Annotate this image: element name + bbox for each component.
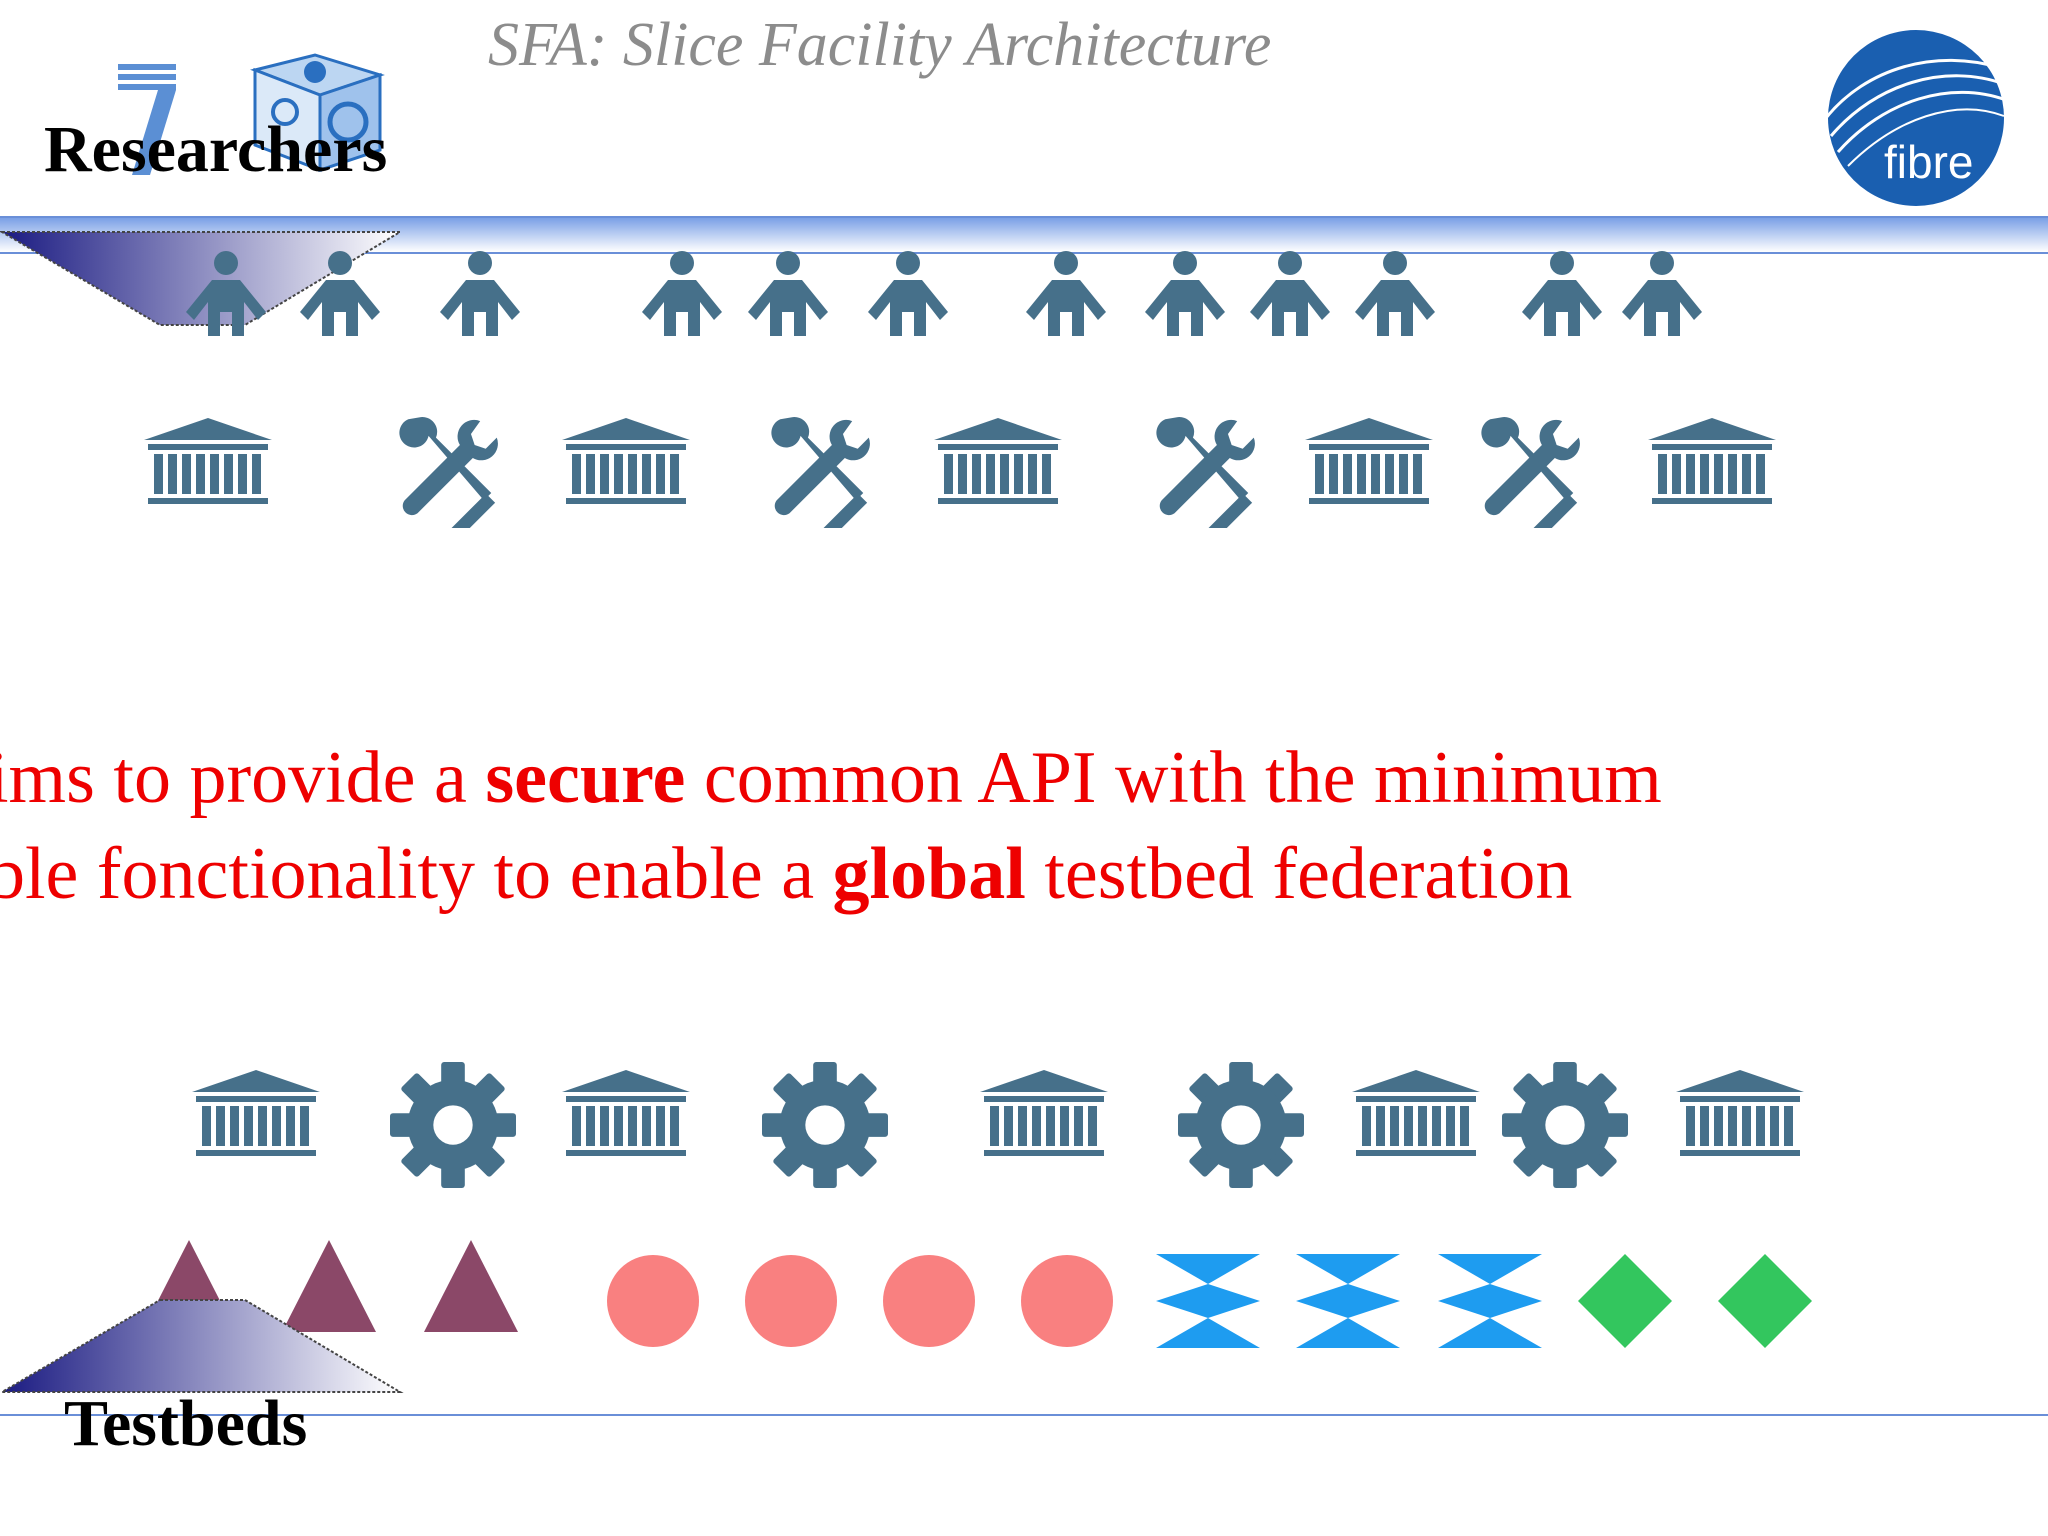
triangle-shape — [282, 1240, 376, 1332]
tools-icon — [399, 417, 498, 528]
hourglass-shape — [1296, 1254, 1400, 1348]
person-icon — [186, 251, 266, 336]
fp7-logo — [118, 53, 385, 175]
person-icon — [1355, 251, 1435, 336]
institution-icon — [562, 418, 690, 504]
hourglass-shape — [1156, 1254, 1260, 1348]
institution-icon — [934, 418, 1062, 504]
institution-icon — [1305, 418, 1433, 504]
circle-shape — [883, 1255, 975, 1347]
person-icon — [1026, 251, 1106, 336]
gear-icon — [1502, 1062, 1628, 1188]
statement-line-1: ims to provide a secure common API with … — [0, 730, 1662, 826]
person-icon — [1145, 251, 1225, 336]
gear-icon — [762, 1062, 888, 1188]
circle-shape — [1021, 1255, 1113, 1347]
researchers-label: Researchers — [44, 113, 388, 186]
circle-shape — [745, 1255, 837, 1347]
fibre-logo: fibre — [1826, 30, 2006, 206]
institution-icon — [192, 1070, 320, 1156]
gear-icon — [1178, 1062, 1304, 1188]
diamond-shape — [1718, 1254, 1812, 1348]
person-icon — [748, 251, 828, 336]
statement-line-2-start: ble fonctionality to enable a — [0, 833, 833, 915]
tools-icon — [771, 417, 870, 528]
gear-icon — [390, 1062, 516, 1188]
person-icon — [642, 251, 722, 336]
researchers-funnel — [0, 231, 404, 326]
statement-line-2-end: testbed federation — [1025, 833, 1573, 915]
person-icon — [300, 251, 380, 336]
statement-line-1-end: common API with the minimum — [685, 737, 1662, 819]
bottom-divider-line — [0, 1414, 2048, 1416]
statement-line-2: ble fonctionality to enable a global tes… — [0, 826, 1662, 922]
statement-secure-word: secure — [485, 737, 686, 819]
institution-icon — [1648, 418, 1776, 504]
circle-shape — [607, 1255, 699, 1347]
institution-icon — [562, 1070, 690, 1156]
statement-line-1-start: ims to provide a — [0, 737, 486, 819]
person-icon — [440, 251, 520, 336]
slide-title: SFA: Slice Facility Architecture — [488, 11, 1272, 79]
institution-icon — [1676, 1070, 1804, 1156]
institution-icon — [144, 418, 272, 504]
tools-icon — [1481, 417, 1580, 528]
api-statement: ims to provide a secure common API with … — [0, 730, 1662, 922]
statement-global-word: global — [832, 833, 1026, 915]
fibre-logo-text: fibre — [1884, 136, 1973, 188]
person-icon — [868, 251, 948, 336]
person-icon — [1522, 251, 1602, 336]
person-icon — [1250, 251, 1330, 336]
person-icon — [1622, 251, 1702, 336]
institution-icon — [980, 1070, 1108, 1156]
hourglass-shape — [1438, 1254, 1542, 1348]
triangle-shape — [424, 1240, 518, 1332]
institution-icon — [1352, 1070, 1480, 1156]
diamond-shape — [1578, 1254, 1672, 1348]
tools-icon — [1156, 417, 1255, 528]
seven-mark — [118, 64, 176, 175]
testbeds-funnel — [0, 1299, 404, 1393]
testbeds-label: Testbeds — [64, 1387, 308, 1460]
cube-mark — [250, 53, 385, 173]
